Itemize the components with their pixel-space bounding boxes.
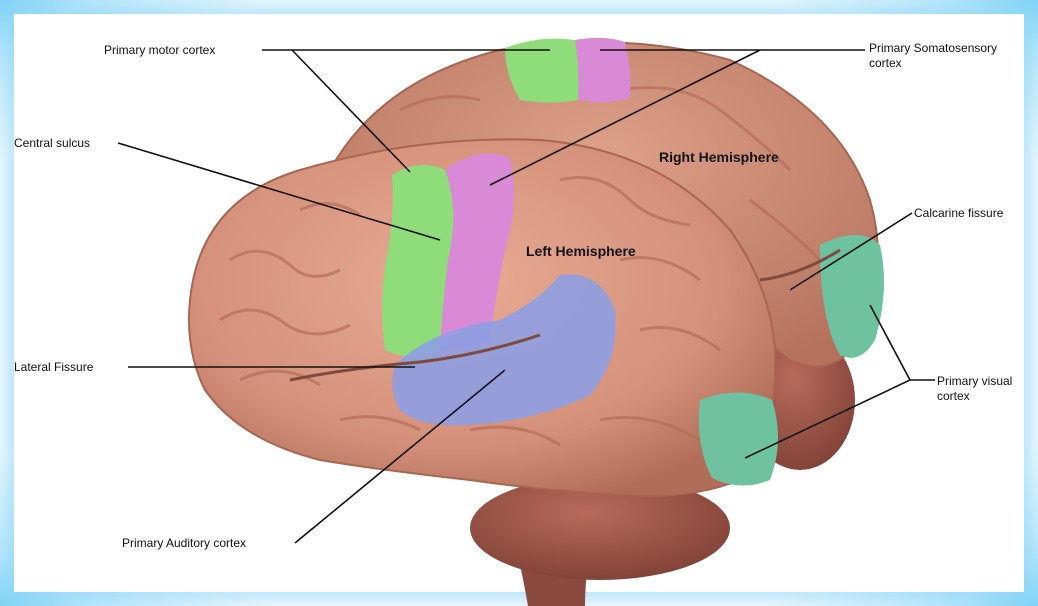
label-left-hemisphere: Left Hemisphere	[526, 243, 636, 259]
label-primary-visual-line1: Primary visual	[937, 374, 1012, 388]
label-primary-motor-cortex: Primary motor cortex	[104, 43, 215, 57]
label-primary-somatosensory-line1: Primary Somatosensory	[869, 41, 997, 55]
label-primary-somatosensory-line2: cortex	[869, 56, 902, 70]
label-calcarine-fissure: Calcarine fissure	[914, 206, 1004, 220]
primary-visual-region-left	[699, 393, 778, 486]
label-primary-auditory-cortex: Primary Auditory cortex	[122, 536, 246, 550]
label-primary-visual-line2: cortex	[937, 389, 970, 403]
primary-somatosensory-strip-right	[575, 38, 630, 102]
label-lateral-fissure: Lateral Fissure	[14, 360, 94, 374]
label-central-sulcus: Central sulcus	[14, 136, 90, 150]
label-right-hemisphere: Right Hemisphere	[659, 149, 779, 165]
